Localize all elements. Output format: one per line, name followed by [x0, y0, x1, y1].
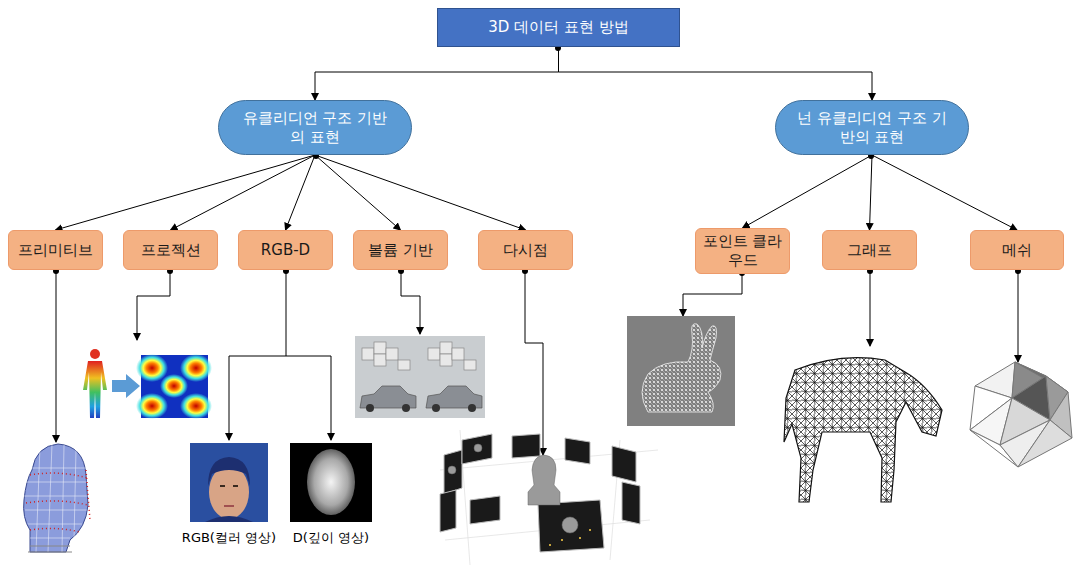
image-caption: D(깊이 영상) [293, 529, 369, 547]
method-box: 다시점 [478, 230, 573, 270]
rgb-image [190, 443, 268, 522]
connector-arrow [315, 155, 401, 230]
root-box: 3D 데이터 표현 방법 [437, 8, 680, 47]
category-pill: 유클리디언 구조 기반의 표현 [218, 100, 412, 155]
method-box: 메쉬 [970, 230, 1064, 270]
method-box: 프리미티브 [8, 230, 103, 270]
node-text: 3D 데이터 표현 방법 [488, 18, 628, 37]
method-box: 프로젝션 [123, 230, 218, 270]
method-box: 그래프 [822, 230, 917, 270]
node-text: 볼륨 기반 [368, 241, 433, 260]
node-text: 다시점 [503, 241, 548, 260]
method-box: RGB-D [238, 230, 333, 270]
connector-arrow [743, 155, 873, 228]
connector-arrow [315, 47, 559, 100]
depth-image [290, 443, 372, 522]
node-text: 유클리디언 구조 기반의 표현 [240, 109, 390, 147]
node-text: 넌 유클리디언 구조 기반의 표현 [797, 109, 947, 147]
connector-arrow [559, 47, 873, 100]
method-box: 볼륨 기반 [353, 230, 448, 270]
node-text: RGB-D [261, 241, 310, 260]
connector-arrow [171, 155, 316, 230]
connector-arrow [872, 155, 1017, 230]
method-box: 포인트 클라우드 [695, 228, 790, 274]
connector-arrow [286, 155, 316, 230]
connector-arrow [56, 155, 316, 230]
category-pill: 넌 유클리디언 구조 기반의 표현 [775, 100, 969, 155]
connector-arrow [315, 155, 526, 230]
mesh-icosahedron [970, 362, 1072, 467]
node-text: 프로젝션 [141, 241, 201, 260]
multiview-cameras [440, 430, 658, 565]
node-text: 그래프 [847, 241, 892, 260]
graph-horse [784, 358, 942, 502]
volume-images [355, 336, 485, 418]
primitive-head [24, 444, 90, 552]
point-cloud-bunny [627, 316, 735, 426]
junction-dots [53, 45, 1021, 276]
image-caption: RGB(컬러 영상) [182, 529, 276, 547]
node-text: 프리미티브 [18, 241, 93, 260]
projection-figure [83, 349, 212, 419]
node-text: 포인트 클라우드 [703, 232, 783, 270]
node-text: 메쉬 [1002, 241, 1032, 260]
connector-arrow [870, 155, 873, 230]
